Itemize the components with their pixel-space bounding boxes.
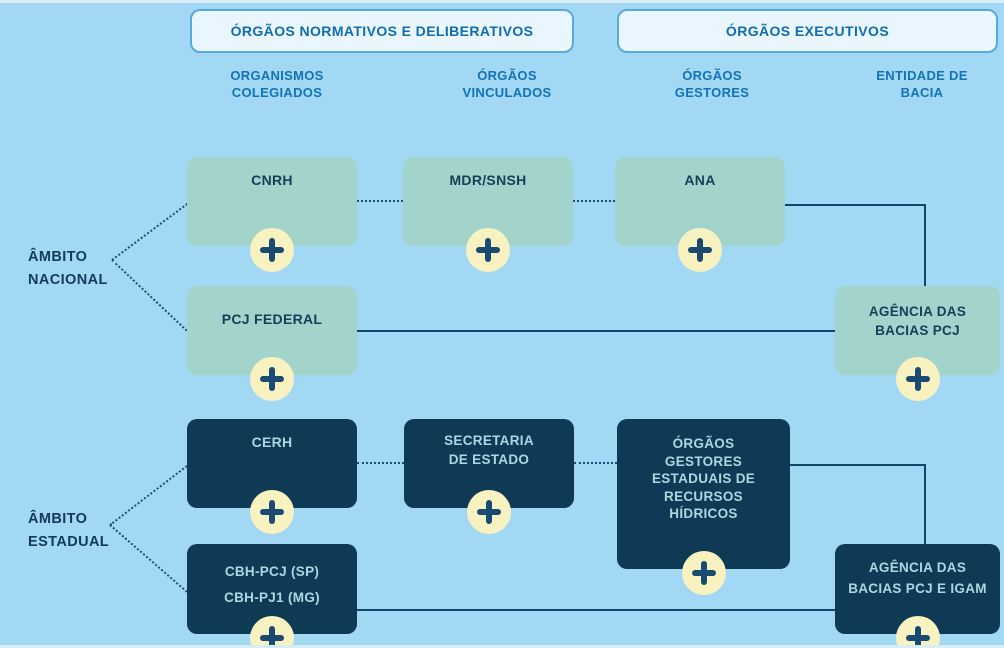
connector-nacional-cnrh [111, 203, 188, 261]
plus-icon [260, 626, 284, 645]
node-pcj-federal-label: PCJ FEDERAL [221, 311, 323, 327]
plus-icon [476, 238, 500, 262]
header-executive-label: ÓRGÃOS EXECUTIVOS [725, 23, 890, 39]
node-mdr-snsh: MDR/SNSH [403, 157, 573, 272]
node-cerh-label: CERH [251, 434, 293, 450]
connector-estadual-cerh [109, 465, 188, 526]
column-header-organismos-colegiados: ORGANISMOS COLEGIADOS [230, 68, 324, 100]
plus-icon [260, 367, 284, 391]
expand-agencia-igam-button[interactable] [895, 616, 940, 645]
node-cbh-pcj-pj1: CBH-PCJ (SP) CBH-PJ1 (MG) [187, 544, 357, 645]
connector-ana-agencia-horizontal [785, 204, 925, 206]
connector-orgaos-gestores-agencia-horizontal [790, 464, 925, 466]
node-pcj-federal: PCJ FEDERAL [187, 286, 357, 401]
plus-icon [688, 238, 712, 262]
connector-orgaos-gestores-agencia-vertical [924, 464, 926, 544]
expand-secretaria-button[interactable] [467, 490, 511, 534]
expand-pcj-federal-button[interactable] [250, 357, 294, 401]
node-agencia-das-bacias-pcj-e-igam-label: AGÊNCIA DAS BACIAS PCJ E IGAM [848, 560, 987, 596]
connector-cbh-agencia-igam [357, 609, 835, 611]
column-header-orgaos-gestores: ÓRGÃOS GESTORES [674, 68, 750, 100]
connector-cnrh-mdr [357, 200, 403, 202]
connector-ana-agencia-vertical [924, 204, 926, 286]
node-cbh-pcj-pj1-label: CBH-PCJ (SP) CBH-PJ1 (MG) [224, 564, 320, 605]
expand-cerh-button[interactable] [250, 490, 294, 534]
header-normative-label: ÓRGÃOS NORMATIVOS E DELIBERATIVOS [230, 23, 534, 39]
expand-cbh-button[interactable] [250, 616, 294, 645]
node-agencia-das-bacias-pcj-e-igam: AGÊNCIA DAS BACIAS PCJ E IGAM [835, 544, 1000, 645]
node-cnrh: CNRH [187, 157, 357, 272]
scope-label-estadual: ÂMBITO ESTADUAL [28, 511, 110, 550]
node-cerh: CERH [187, 419, 357, 534]
expand-cnrh-button[interactable] [250, 228, 294, 272]
node-orgaos-gestores-estaduais-label: ÓRGÃOS GESTORES ESTADUAIS DE RECURSOS HÍ… [651, 436, 756, 521]
connector-nacional-pcj-federal [111, 259, 188, 332]
plus-icon [905, 626, 930, 645]
node-orgaos-gestores-estaduais: ÓRGÃOS GESTORES ESTADUAIS DE RECURSOS HÍ… [617, 419, 790, 595]
plus-icon [905, 367, 930, 391]
plus-icon [477, 500, 501, 524]
node-ana: ANA [615, 157, 785, 272]
node-secretaria-de-estado: SECRETARIA DE ESTADO [404, 419, 574, 534]
connector-secretaria-orgaos-gestores [574, 462, 617, 464]
expand-agencia-pcj-button[interactable] [895, 357, 940, 401]
expand-ana-button[interactable] [678, 228, 722, 272]
node-agencia-das-bacias-pcj: AGÊNCIA DAS BACIAS PCJ [835, 286, 1000, 401]
column-header-entidade-de-bacia: ENTIDADE DE BACIA [876, 68, 968, 100]
node-agencia-das-bacias-pcj-label: AGÊNCIA DAS BACIAS PCJ [868, 304, 967, 338]
node-cnrh-label: CNRH [251, 172, 293, 188]
node-mdr-snsh-label: MDR/SNSH [449, 172, 527, 188]
node-secretaria-de-estado-label: SECRETARIA DE ESTADO [444, 433, 534, 467]
column-header-orgaos-vinculados: ÓRGÃOS VINCULADOS [462, 68, 552, 100]
expand-orgaos-gestores-button[interactable] [681, 551, 726, 595]
connector-estadual-cbh [109, 524, 188, 593]
header-normative-deliberative: ÓRGÃOS NORMATIVOS E DELIBERATIVOS [190, 9, 574, 53]
node-ana-label: ANA [684, 172, 716, 188]
connector-mdr-ana [573, 200, 615, 202]
connector-pcj-federal-agencia [357, 330, 835, 332]
plus-icon [260, 238, 284, 262]
connector-cerh-secretaria [357, 462, 404, 464]
plus-icon [691, 561, 716, 585]
header-executive: ÓRGÃOS EXECUTIVOS [617, 9, 998, 53]
plus-icon [260, 500, 284, 524]
scope-label-nacional: ÂMBITO NACIONAL [28, 249, 108, 288]
expand-mdr-snsh-button[interactable] [466, 228, 510, 272]
